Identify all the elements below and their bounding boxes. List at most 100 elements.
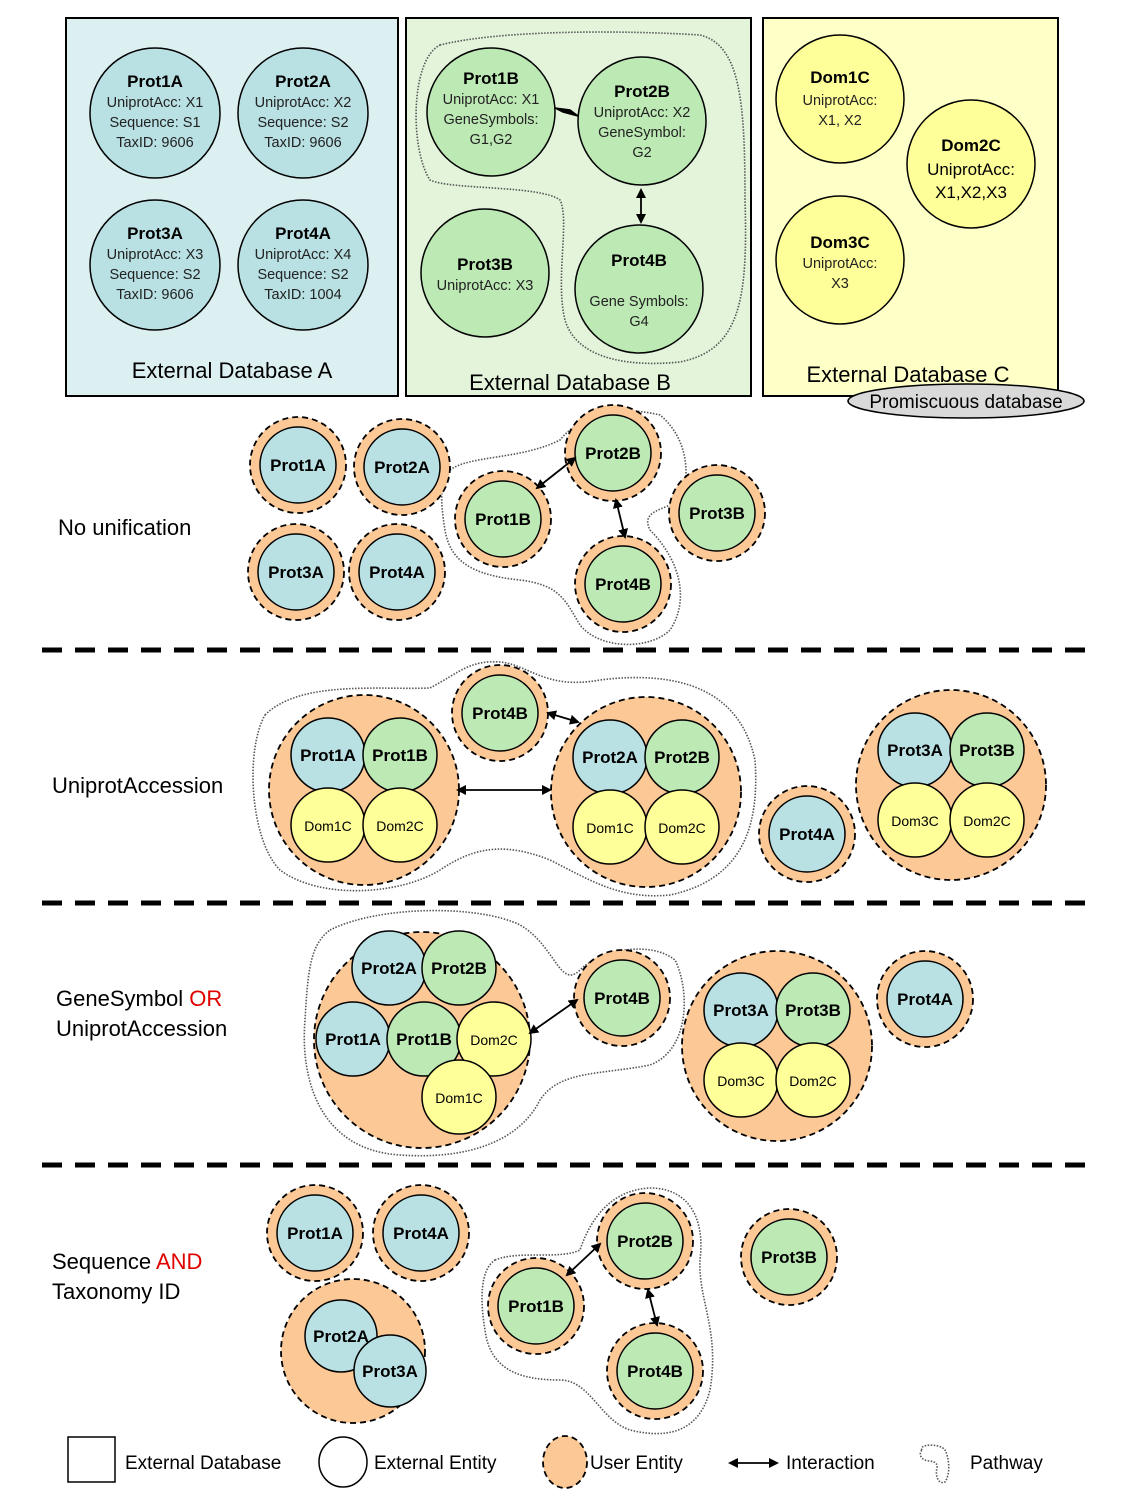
entity-prot4b[interactable]: Prot4B Gene Symbols: G4 — [574, 224, 704, 354]
entity-label: Prot3A — [713, 1001, 769, 1020]
entity-node-prot1a[interactable]: Prot1A — [276, 1194, 354, 1272]
row-label: Taxonomy ID — [52, 1279, 180, 1304]
external-entity-swatch — [318, 1436, 368, 1488]
legend-label: Pathway — [970, 1453, 1043, 1474]
entity-node-dom1c[interactable]: Dom1C — [421, 1059, 497, 1135]
entity-node-prot1a[interactable]: Prot1A — [315, 1001, 391, 1077]
entity-node-prot4a[interactable]: Prot4A — [768, 795, 846, 873]
entity-prot4a[interactable]: Prot4A UniprotAcc: X4 Sequence: S2 TaxID… — [237, 199, 369, 331]
external-database-a: Prot1A UniprotAcc: X1 Sequence: S1 TaxID… — [65, 17, 399, 397]
entity-node-prot2b[interactable]: Prot2B — [574, 414, 652, 492]
entity-node-prot1a[interactable]: Prot1A — [290, 717, 366, 793]
entity-label: Prot1B — [372, 746, 428, 765]
entity-prot2b[interactable]: Prot2B UniprotAcc: X2 GeneSymbol: G2 — [577, 56, 707, 186]
interaction-arrow — [613, 498, 628, 539]
database-a-title: External Database A — [132, 358, 333, 383]
legend-interaction: Interaction — [728, 1453, 875, 1474]
entity-attr: GeneSymbols: — [443, 112, 538, 128]
legend-pathway: Pathway — [919, 1444, 1043, 1484]
entity-attr: UniprotAcc: — [803, 256, 878, 272]
entity-prot1b[interactable]: Prot1B UniprotAcc: X1 GeneSymbols: G1,G2 — [426, 47, 556, 177]
entity-name: Prot2A — [275, 72, 331, 91]
entity-node-dom2c[interactable]: Dom2C — [644, 789, 720, 865]
entity-node-dom1c[interactable]: Dom1C — [290, 787, 366, 863]
legend: External Database External Entity User E… — [67, 1435, 1043, 1489]
user-entity[interactable] — [681, 950, 873, 1142]
entity-node-prot3a[interactable]: Prot3A — [877, 712, 953, 788]
entity-label: Dom3C — [717, 1073, 764, 1089]
entity-prot1a[interactable]: Prot1A UniprotAcc: X1 Sequence: S1 TaxID… — [89, 47, 221, 179]
entity-node-prot3b[interactable]: Prot3B — [949, 712, 1025, 788]
row-label: UniprotAccession — [52, 773, 223, 798]
entity-node-prot1b[interactable]: Prot1B — [362, 717, 438, 793]
entity-node-dom2c[interactable]: Dom2C — [775, 1042, 851, 1118]
entity-node-prot3b[interactable]: Prot3B — [775, 972, 851, 1048]
entity-attr: GeneSymbol: — [598, 125, 686, 141]
entity-label: Prot4B — [472, 704, 528, 723]
entity-node-dom2c[interactable]: Dom2C — [456, 1001, 532, 1077]
entity-node-prot4b[interactable]: Prot4B — [583, 959, 661, 1037]
entity-label: Prot1A — [325, 1030, 381, 1049]
entity-node-prot2b[interactable]: Prot2B — [421, 930, 497, 1006]
user-entity[interactable] — [855, 689, 1047, 881]
entity-prot2a[interactable]: Prot2A UniprotAcc: X2 Sequence: S2 TaxID… — [237, 47, 369, 179]
entity-node-prot4b[interactable]: Prot4B — [584, 545, 662, 623]
entity-attr: Sequence: S1 — [109, 115, 200, 131]
entity-label: Prot1B — [475, 510, 531, 529]
entity-node-prot3b[interactable]: Prot3B — [750, 1218, 828, 1296]
entity-label: Prot4B — [594, 989, 650, 1008]
entity-node-prot2a[interactable]: Prot2A — [363, 428, 441, 506]
user-entity[interactable] — [268, 694, 460, 886]
entity-label: Prot3A — [362, 1362, 418, 1381]
entity-label: Prot2A — [582, 748, 638, 767]
entity-dom1c[interactable]: Dom1C UniprotAcc: X1, X2 — [775, 34, 905, 164]
entity-node-prot2b[interactable]: Prot2B — [606, 1202, 684, 1280]
entity-attr: UniprotAcc: — [927, 160, 1015, 179]
entity-dom3c[interactable]: Dom3C UniprotAcc: X3 — [775, 195, 905, 325]
entity-dom2c[interactable]: Dom2C UniprotAcc: X1,X2,X3 — [906, 99, 1036, 229]
entity-prot3a[interactable]: Prot3A UniprotAcc: X3 Sequence: S2 TaxID… — [89, 199, 221, 331]
entity-node-dom3c[interactable]: Dom3C — [703, 1042, 779, 1118]
legend-label: User Entity — [590, 1453, 683, 1474]
entity-attr: Sequence: S2 — [109, 267, 200, 283]
entity-label: Prot2B — [431, 959, 487, 978]
entity-name: Prot3B — [457, 255, 513, 274]
entity-node-prot1b[interactable]: Prot1B — [464, 480, 542, 558]
entity-label: Dom2C — [470, 1032, 517, 1048]
interaction-arrow — [565, 1242, 602, 1277]
entity-label: Prot4A — [369, 563, 425, 582]
entity-node-dom2c[interactable]: Dom2C — [362, 787, 438, 863]
entity-node-prot2b[interactable]: Prot2B — [644, 719, 720, 795]
entity-node-prot1b[interactable]: Prot1B — [497, 1267, 575, 1345]
entity-node-prot3b[interactable]: Prot3B — [678, 474, 756, 552]
entity-node-prot4a[interactable]: Prot4A — [382, 1194, 460, 1272]
entity-node-prot4b[interactable]: Prot4B — [616, 1332, 694, 1410]
entity-prot3b[interactable]: Prot3B UniprotAcc: X3 — [420, 208, 550, 338]
entity-node-prot4a[interactable]: Prot4A — [358, 533, 436, 611]
entity-node-prot3a[interactable]: Prot3A — [353, 1334, 427, 1408]
entity-node-prot2a[interactable]: Prot2A — [351, 930, 427, 1006]
user-entity[interactable] — [550, 696, 742, 888]
entity-attr: UniprotAcc: X2 — [255, 95, 352, 111]
entity-node-prot1a[interactable]: Prot1A — [259, 426, 337, 504]
entity-label: Prot3B — [689, 504, 745, 523]
entity-name: Dom3C — [810, 233, 870, 252]
promiscuous-database-badge: Promiscuous database — [847, 383, 1085, 419]
entity-node-dom1c[interactable]: Dom1C — [572, 789, 648, 865]
entity-attr: UniprotAcc: X4 — [255, 247, 352, 263]
legend-label: External Entity — [374, 1453, 497, 1474]
entity-name: Prot1A — [127, 72, 183, 91]
entity-label: Prot4A — [897, 990, 953, 1009]
row-label: GeneSymbol OR — [56, 986, 222, 1011]
entity-node-dom3c[interactable]: Dom3C — [877, 782, 953, 858]
entity-node-prot4a[interactable]: Prot4A — [886, 960, 964, 1038]
entity-node-prot3a[interactable]: Prot3A — [703, 972, 779, 1048]
entity-node-prot3a[interactable]: Prot3A — [257, 533, 335, 611]
entity-node-prot2a[interactable]: Prot2A — [572, 719, 648, 795]
entity-node-prot4b[interactable]: Prot4B — [461, 674, 539, 752]
entity-node-dom2c[interactable]: Dom2C — [949, 782, 1025, 858]
